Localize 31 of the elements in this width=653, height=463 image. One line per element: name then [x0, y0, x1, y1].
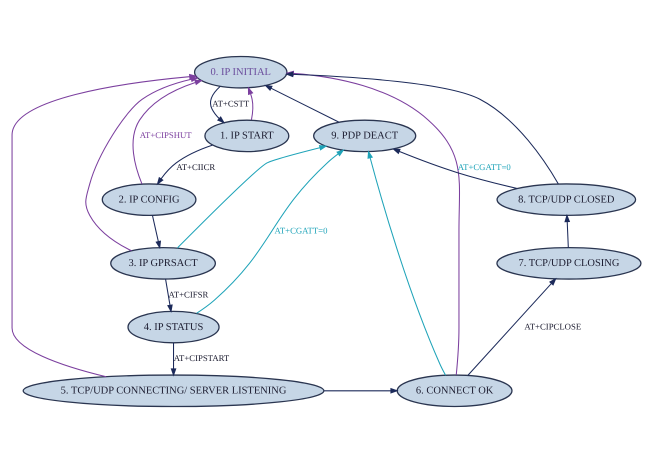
arrow [196, 149, 345, 314]
arrow [248, 86, 254, 120]
edge-label: AT+CSTT [212, 98, 250, 108]
arrow [170, 342, 176, 377]
edge-label: AT+CGATT=0 [274, 226, 328, 236]
arrow [156, 144, 213, 186]
edge-label: AT+CIPSHUT [140, 130, 192, 140]
arrow [210, 86, 226, 124]
arrow [324, 388, 399, 394]
arrow [264, 84, 340, 123]
arrow [392, 148, 518, 189]
arrow [165, 279, 173, 313]
node-ellipse: 1. IP START [204, 120, 290, 152]
node-ellipse: 5. TCP/UDP CONNECTING/ SERVER LISTENING [22, 374, 325, 408]
arrow [467, 278, 557, 376]
node-ellipse: 7. TCP/UDP CLOSING [496, 247, 642, 280]
node-ellipse: 3. IP GPRSACT [110, 247, 216, 280]
edge-label: AT+CIICR [176, 162, 216, 172]
edge-label: AT+CIPCLOSE [524, 321, 582, 332]
node-ellipse: 4. IP STATUS [127, 310, 220, 344]
node-ellipse: 8. TCP/UDP CLOSED [496, 183, 636, 216]
node-ellipse: 2. IP CONFIG [102, 183, 197, 216]
arrow [132, 80, 203, 184]
arrow [12, 74, 198, 378]
edge-label: AT+CGATT=0 [458, 162, 511, 172]
arrow [176, 145, 328, 248]
arrow [367, 150, 446, 376]
node-ellipse: 6. CONNECT OK [396, 374, 513, 408]
arrow [152, 215, 162, 250]
edge-label: AT+CIFSR [168, 289, 208, 300]
arrow [564, 214, 570, 248]
